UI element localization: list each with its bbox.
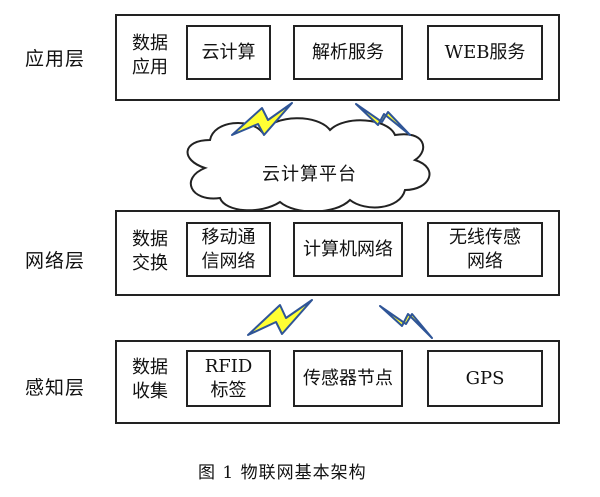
lightning-bolt-icon	[231, 102, 293, 136]
side-label-network: 数据交换	[132, 229, 168, 274]
item-web-service: WEB服务	[427, 25, 543, 80]
item-parsing-service: 解析服务	[293, 25, 403, 80]
item-computer-network: 计算机网络	[293, 222, 403, 277]
layer-label-perception: 感知层	[25, 377, 86, 399]
layer-label-application: 应用层	[25, 48, 86, 70]
item-mobile-network: 移动通信网络	[186, 222, 271, 277]
side-label-application: 数据应用	[132, 33, 168, 78]
lightning-bolt-icon	[379, 305, 433, 339]
item-rfid-tag: RFID标签	[186, 350, 271, 407]
item-sensor-node: 传感器节点	[293, 350, 403, 407]
item-gps: GPS	[427, 350, 543, 407]
layer-label-network: 网络层	[25, 250, 86, 272]
lightning-bolt-icon	[355, 103, 411, 136]
side-label-perception: 数据收集	[132, 357, 168, 402]
item-wireless-sensor-network: 无线传感网络	[427, 222, 543, 277]
item-cloud-computing: 云计算	[186, 25, 271, 80]
cloud-label: 云计算平台	[262, 164, 357, 185]
lightning-bolt-icon	[247, 299, 313, 336]
figure-caption: 图 1 物联网基本架构	[198, 463, 367, 483]
